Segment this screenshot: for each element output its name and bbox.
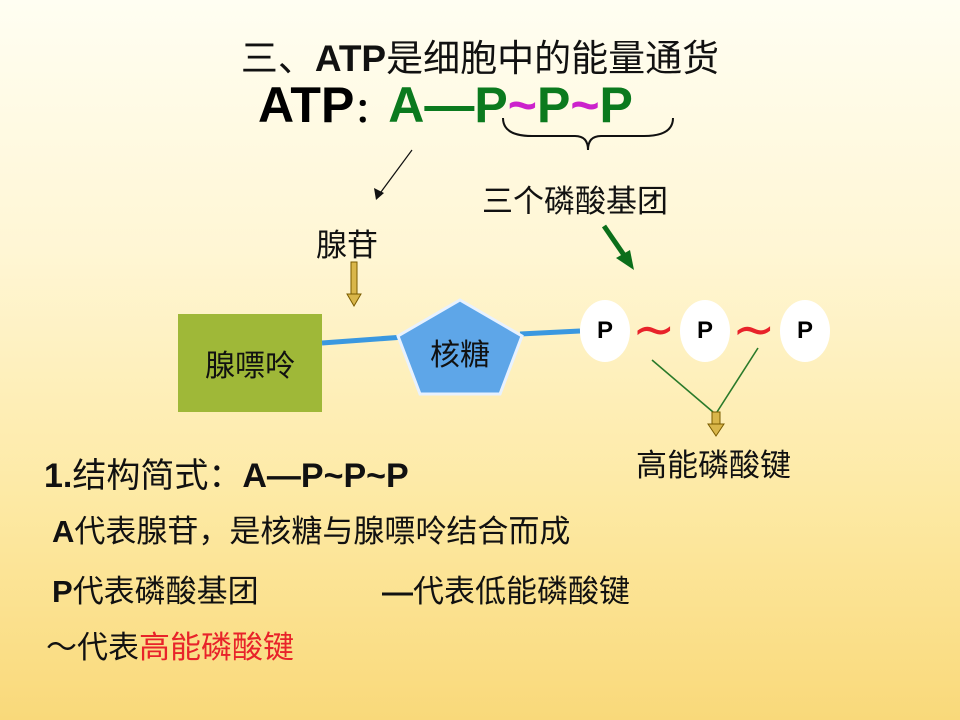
adenine-label: 腺嘌呤 (205, 349, 295, 384)
tilde-desc-highlight: 高能磷酸键 (139, 630, 294, 666)
a-desc: 代表腺苷，是核糖与腺嘌呤结合而成 (74, 514, 571, 550)
dash-desc: 代表低能磷酸键 (413, 574, 630, 610)
phosphate-green-arrow (601, 224, 634, 270)
phosphate-2-label: P (696, 317, 713, 344)
formula-a: A (388, 77, 425, 133)
formula-p3: P (599, 77, 633, 133)
ribose-label: 核糖 (430, 338, 490, 373)
page-title: 三、ATP是细胞中的能量通货 (0, 28, 960, 82)
adenosine-pointer-head (374, 188, 384, 200)
phosphate-3-label: P (796, 317, 813, 344)
bond-down-arrow (707, 411, 725, 437)
structural-formula-line: 1.结构简式：A—P~P~P (44, 448, 409, 497)
title-atp: ATP (314, 38, 387, 79)
tilde-symbol: ～ (46, 630, 77, 666)
phosphate-circle-1: P (580, 300, 630, 362)
title-suffix: 是细胞中的能量通货 (386, 37, 720, 80)
high-energy-bond-label: 高能磷酸键 (636, 448, 791, 484)
adenosine-label: 腺苷 (316, 228, 378, 264)
formula-dash: — (424, 77, 475, 133)
adenine-box: 腺嘌呤 (178, 314, 322, 412)
three-phosphate-label: 三个磷酸基团 (482, 184, 668, 220)
struct-label: 结构简式： (72, 456, 243, 496)
formula-colon: ： (354, 92, 389, 130)
tilde-desc: 代表 (77, 630, 139, 666)
dash-symbol: — (382, 574, 413, 609)
struct-formula: A—P~P~P (242, 457, 409, 495)
phosphate-brace (502, 117, 674, 151)
formula-tilde1: ~ (507, 77, 537, 133)
link-base-ribose (321, 334, 405, 346)
high-energy-tilde-2: ~ (732, 300, 776, 360)
formula-label: ATP (258, 77, 355, 133)
p-letter: P (52, 574, 73, 609)
adenosine-down-arrow (346, 261, 362, 307)
title-prefix: 三、 (240, 37, 315, 80)
a-description: A代表腺苷，是核糖与腺嘌呤结合而成 (52, 506, 570, 551)
high-energy-bond-pointers (651, 347, 759, 413)
tilde-description: ～代表高能磷酸键 (46, 622, 294, 667)
phosphate-circle-3: P (780, 300, 830, 362)
adenosine-pointer-arrow (377, 149, 413, 197)
phosphate-1-label: P (596, 317, 613, 344)
p-description: P代表磷酸基团 (52, 566, 259, 611)
phosphate-circle-2: P (680, 300, 730, 362)
p-desc: 代表磷酸基团 (72, 574, 259, 610)
formula-tilde2: ~ (570, 77, 600, 133)
high-energy-tilde-1: ~ (632, 300, 676, 360)
item-number: 1. (44, 457, 73, 495)
formula-p2: P (536, 77, 571, 133)
formula-p1: P (474, 77, 508, 133)
a-letter: A (52, 514, 75, 549)
ribose-pentagon (396, 298, 524, 396)
link-ribose-phosphate (519, 328, 581, 337)
dash-description: —代表低能磷酸键 (382, 566, 630, 611)
atp-formula: ATP：A—P~P~P (258, 76, 633, 134)
